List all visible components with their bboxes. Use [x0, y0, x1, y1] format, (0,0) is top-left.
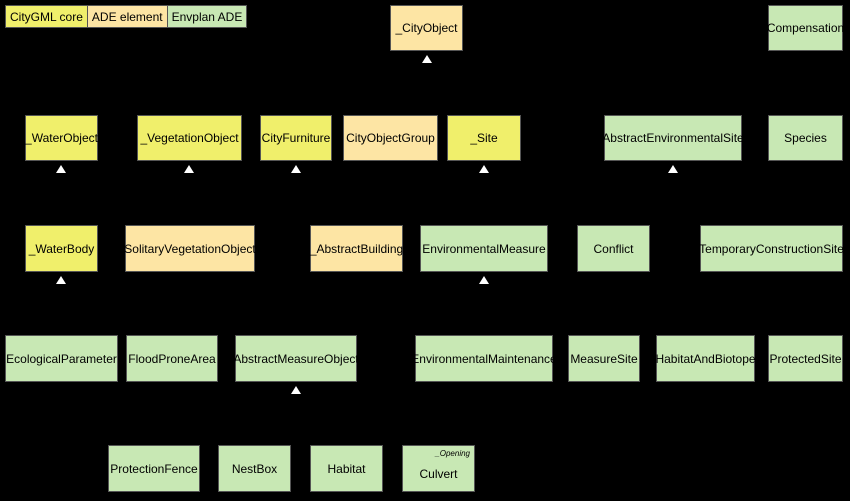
- class-abstractmeasureobject[interactable]: AbstractMeasureObject: [233, 335, 359, 382]
- legend: CityGML core ADE element Envplan ADE: [5, 5, 248, 28]
- class-cityobjectgroup[interactable]: CityObjectGroup: [343, 115, 438, 161]
- class-nestbox[interactable]: NestBox: [218, 445, 291, 492]
- class-protectedsite[interactable]: ProtectedSite: [768, 335, 843, 382]
- class-protectionfence[interactable]: ProtectionFence: [108, 445, 200, 492]
- class-cityobject[interactable]: _CityObject: [390, 5, 463, 51]
- generalization-arrow-abstractenvironmentalsite: [668, 165, 678, 173]
- class-vegetationobject[interactable]: _VegetationObject: [137, 115, 242, 161]
- class-species[interactable]: Species: [768, 115, 843, 161]
- generalization-arrow-environmentalmeasure: [479, 276, 489, 284]
- class-waterbody[interactable]: _WaterBody: [25, 225, 98, 272]
- class-cityfurniture[interactable]: CityFurniture: [260, 115, 332, 161]
- class-compensation[interactable]: Compensation: [767, 5, 844, 51]
- class-habitatandbiotope[interactable]: HabitatAndBiotope: [655, 335, 756, 382]
- class-site[interactable]: _Site: [447, 115, 521, 161]
- class-measuresite[interactable]: MeasureSite: [568, 335, 640, 382]
- class-culvert[interactable]: _Opening Culvert: [402, 445, 475, 492]
- class-habitat[interactable]: Habitat: [310, 445, 383, 492]
- class-temporaryconstructionsite[interactable]: TemporaryConstructionSite: [699, 225, 844, 272]
- class-conflict[interactable]: Conflict: [577, 225, 650, 272]
- class-environmentalmaintenance[interactable]: EnvironmentalMaintenance: [411, 335, 557, 382]
- generalization-arrow-cityfurniture: [291, 165, 301, 173]
- class-environmentalmeasure[interactable]: EnvironmentalMeasure: [420, 225, 548, 272]
- class-abstractbuilding[interactable]: _AbstractBuilding: [310, 225, 403, 272]
- legend-ade-element: ADE element: [87, 6, 168, 27]
- generalization-arrow-vegetationobject: [184, 165, 194, 173]
- generalization-arrow-cityobject: [422, 55, 432, 63]
- generalization-arrow-waterobject: [56, 165, 66, 173]
- generalization-arrow-waterbody: [56, 276, 66, 284]
- legend-citygml-core: CityGML core: [6, 6, 88, 27]
- generalization-arrow-abstractmeasureobject: [291, 386, 301, 394]
- class-floodpronearea[interactable]: FloodProneArea: [126, 335, 218, 382]
- culvert-label: Culvert: [419, 466, 458, 481]
- generalization-arrow-site: [479, 165, 489, 173]
- class-ecologicalparameter[interactable]: EcologicalParameter: [5, 335, 118, 382]
- culvert-stereotype: _Opening: [435, 449, 470, 458]
- class-solitaryvegetationobject[interactable]: SolitaryVegetationObject: [124, 225, 256, 272]
- class-waterobject[interactable]: _WaterObject: [25, 115, 98, 161]
- legend-envplan-ade: Envplan ADE: [167, 6, 247, 27]
- class-abstractenvironmentalsite[interactable]: AbstractEnvironmentalSite: [602, 115, 744, 161]
